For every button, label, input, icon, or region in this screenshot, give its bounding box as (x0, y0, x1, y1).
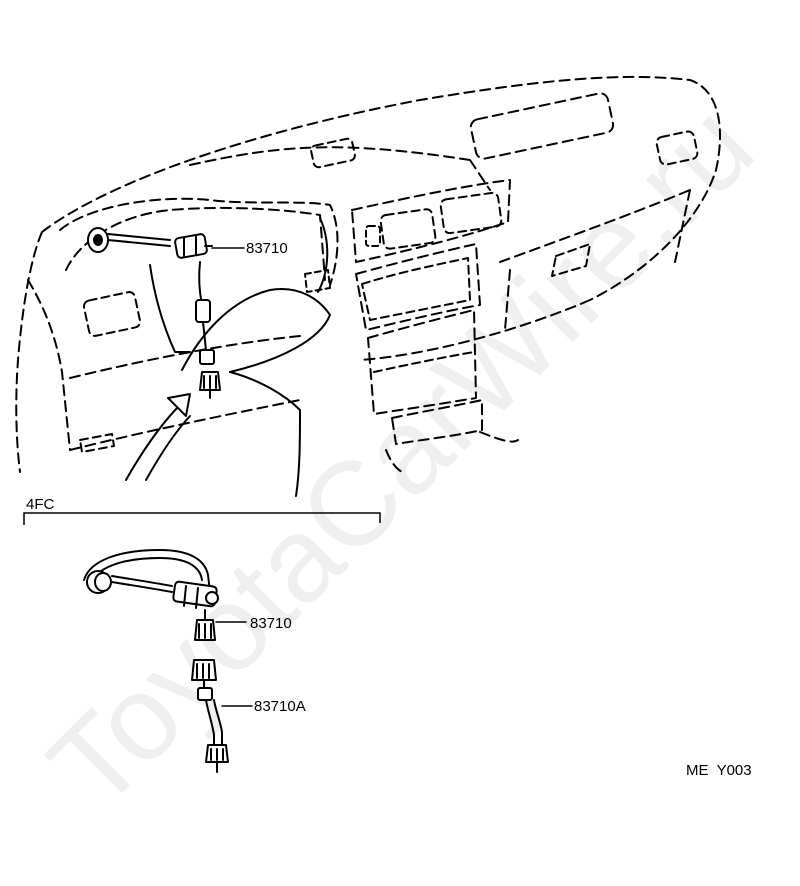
section-bracket (23, 512, 381, 525)
speedometer-cable-exploded (83, 549, 253, 773)
insert-arrow (125, 397, 189, 481)
center-stack-frame (351, 179, 511, 263)
cable-plug (174, 233, 208, 259)
part-label-83710-upper: 83710 (246, 240, 288, 257)
section-code-label: 4FC (26, 496, 55, 513)
watermark: ToyotaCarWire.ru (24, 78, 779, 833)
small-switch-left (304, 269, 331, 293)
side-vent-left (82, 291, 142, 337)
ashtray-bay (391, 399, 483, 445)
column-shroud (229, 371, 301, 497)
dash-left-end (15, 231, 43, 473)
dashboard-top-edge (41, 75, 722, 301)
cable-loop (83, 549, 211, 593)
part-label-83710A: 83710A (254, 698, 306, 715)
climate-divider (373, 351, 475, 373)
glovebox-handle (551, 243, 591, 277)
dash-crease (189, 146, 491, 191)
speedometer-cable-installed (87, 227, 245, 399)
console-lower (385, 431, 519, 473)
steering-column-cover (181, 288, 331, 373)
radio-bay (355, 243, 481, 331)
knee-panel (79, 433, 115, 453)
dash-left-inner (27, 279, 301, 451)
side-vent-right (655, 130, 699, 166)
dashboard-illustration (15, 75, 722, 497)
cable-lead-down (198, 261, 203, 306)
center-vent-1 (365, 225, 381, 247)
cable-83710A (205, 699, 223, 736)
diagram-code: ME Y003 (686, 762, 752, 779)
defrost-vent-right (469, 92, 615, 160)
glovebox-outline (499, 189, 691, 331)
cluster-face (149, 217, 329, 353)
center-vent-2 (379, 208, 437, 250)
climate-bay (367, 309, 477, 415)
insert-arrow-tail (145, 415, 191, 481)
arrow-head (167, 393, 191, 417)
center-vent-3 (439, 191, 503, 235)
dashboard-front-edge (69, 299, 591, 379)
part-label-83710-lower: 83710 (250, 615, 292, 632)
radio-bay-inner (361, 257, 471, 321)
cluster-hood (59, 197, 339, 286)
defrost-vent-left (310, 137, 356, 169)
